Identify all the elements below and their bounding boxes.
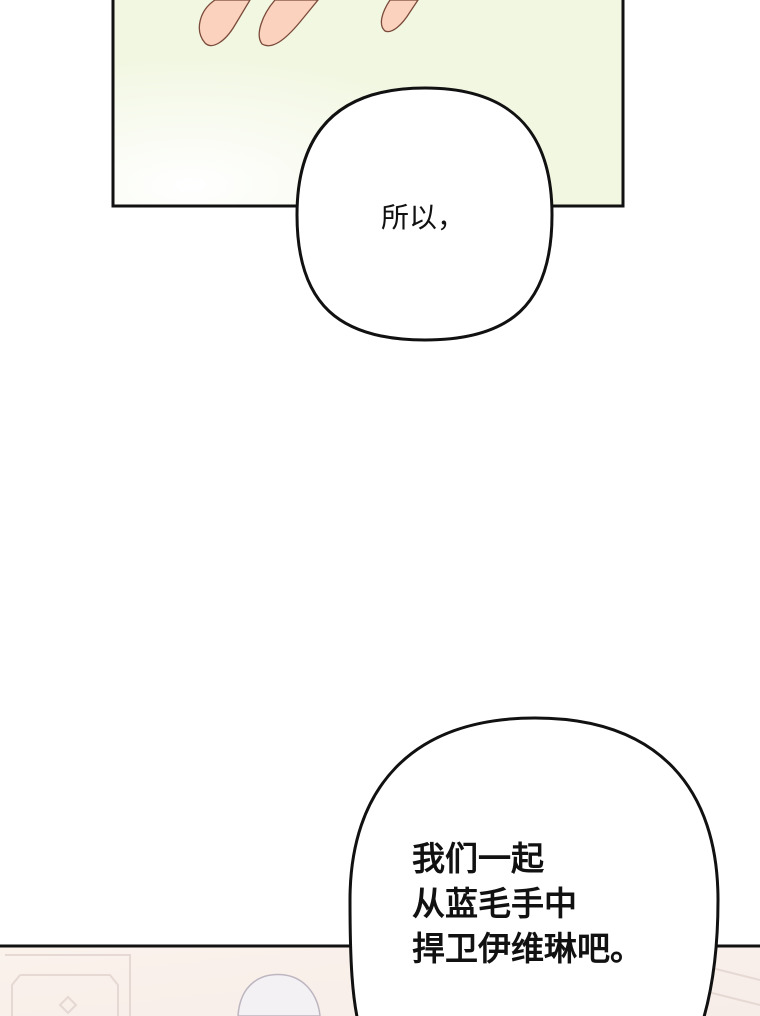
- speech-bubble-2: [348, 716, 720, 1016]
- character-hair-illustration: [237, 973, 321, 1016]
- bubble-1-text: 所以，: [381, 201, 466, 234]
- bubble-2-line: 从蓝毛手中: [412, 884, 577, 923]
- bubble-2-line: 我们一起: [412, 839, 544, 878]
- fingers-illustration: [198, 0, 419, 47]
- bubble-2-text: 我们一起 从蓝毛手中 捍卫伊维琳吧。: [412, 836, 643, 971]
- bubble-2-line: 捍卫伊维琳吧。: [412, 929, 643, 968]
- speech-bubble-1: [295, 86, 554, 342]
